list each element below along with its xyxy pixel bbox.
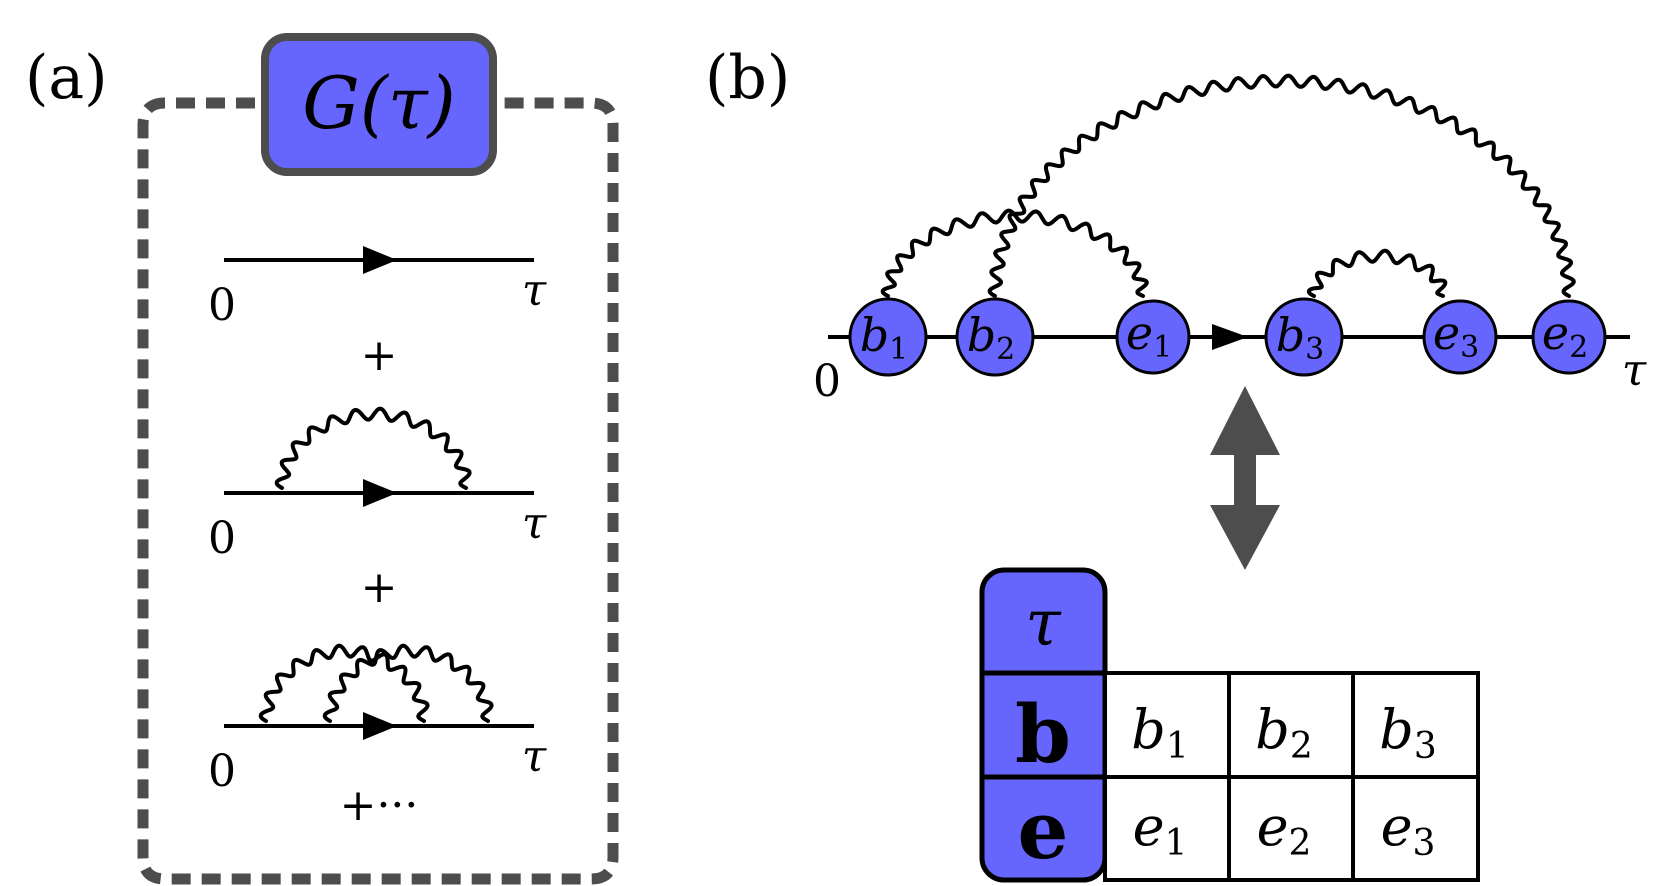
table-cell: b1	[1131, 698, 1188, 767]
svg-text:e2: e2	[1542, 306, 1588, 365]
header-box	[261, 33, 497, 176]
vertex-b3: b3	[1264, 297, 1344, 377]
table-cell: e1	[1133, 795, 1188, 864]
arrow-icon	[363, 246, 397, 274]
end-label: τ	[1622, 345, 1647, 396]
vertex-e1: e1	[1115, 299, 1191, 375]
start-label: 0	[208, 746, 236, 797]
table-row-label-b: b	[1015, 687, 1071, 781]
table-cell: e3	[1381, 795, 1436, 864]
vertex-b2: b2	[955, 297, 1035, 377]
end-label: τ	[522, 265, 547, 316]
svg-text:e1: e1	[1126, 306, 1172, 365]
phonon-arc-b1-e1	[880, 208, 1149, 298]
diagram-two-arcs: 0 τ	[208, 643, 547, 797]
table-cell: e2	[1257, 795, 1312, 864]
vertex-e2: e2	[1531, 299, 1607, 375]
plus-sign: +	[361, 562, 398, 613]
svg-text:b2: b2	[967, 308, 1016, 367]
start-label: 0	[208, 513, 236, 564]
table-row-label-e: e	[1018, 783, 1069, 877]
panel-b: (b) 0 τ b1 b2 e1 b3 e3	[705, 43, 1647, 883]
vertex-e3: e3	[1422, 299, 1498, 375]
panel-a-label: (a)	[25, 43, 108, 113]
configuration-table: τ b e b1 b2 b3 e1 e2 e3	[979, 567, 1480, 883]
svg-text:e3: e3	[1433, 306, 1479, 365]
phonon-arc	[258, 643, 430, 723]
diagram-one-arc: 0 τ	[208, 406, 547, 564]
phonon-arc	[274, 406, 472, 490]
vertex-b1: b1	[848, 297, 928, 377]
plus-more: +···	[340, 780, 419, 831]
panel-b-label: (b)	[705, 43, 790, 113]
table-header-tau: τ	[1025, 587, 1062, 661]
end-label: τ	[522, 498, 547, 549]
svg-text:b3: b3	[1276, 308, 1325, 367]
table-cell: b2	[1255, 698, 1312, 767]
arrow-icon	[363, 479, 397, 507]
double-arrow-icon	[1210, 386, 1280, 570]
arrow-icon	[363, 712, 397, 740]
start-label: 0	[813, 356, 841, 407]
start-label: 0	[208, 280, 236, 331]
diagram-bare: 0 τ	[208, 246, 547, 331]
svg-text:b1: b1	[860, 308, 909, 367]
phonon-arc	[322, 643, 494, 723]
plus-sign: +	[361, 330, 398, 381]
arrow-icon	[1212, 324, 1248, 350]
header-label: G(τ)	[302, 61, 456, 145]
table-cell: b3	[1379, 698, 1436, 767]
phonon-arc-b2-e2	[987, 73, 1576, 298]
end-label: τ	[522, 731, 547, 782]
phonon-arc-b3-e3	[1306, 248, 1448, 298]
panel-a: (a) G(τ) 0 τ + 0 τ + 0 τ	[25, 33, 619, 885]
